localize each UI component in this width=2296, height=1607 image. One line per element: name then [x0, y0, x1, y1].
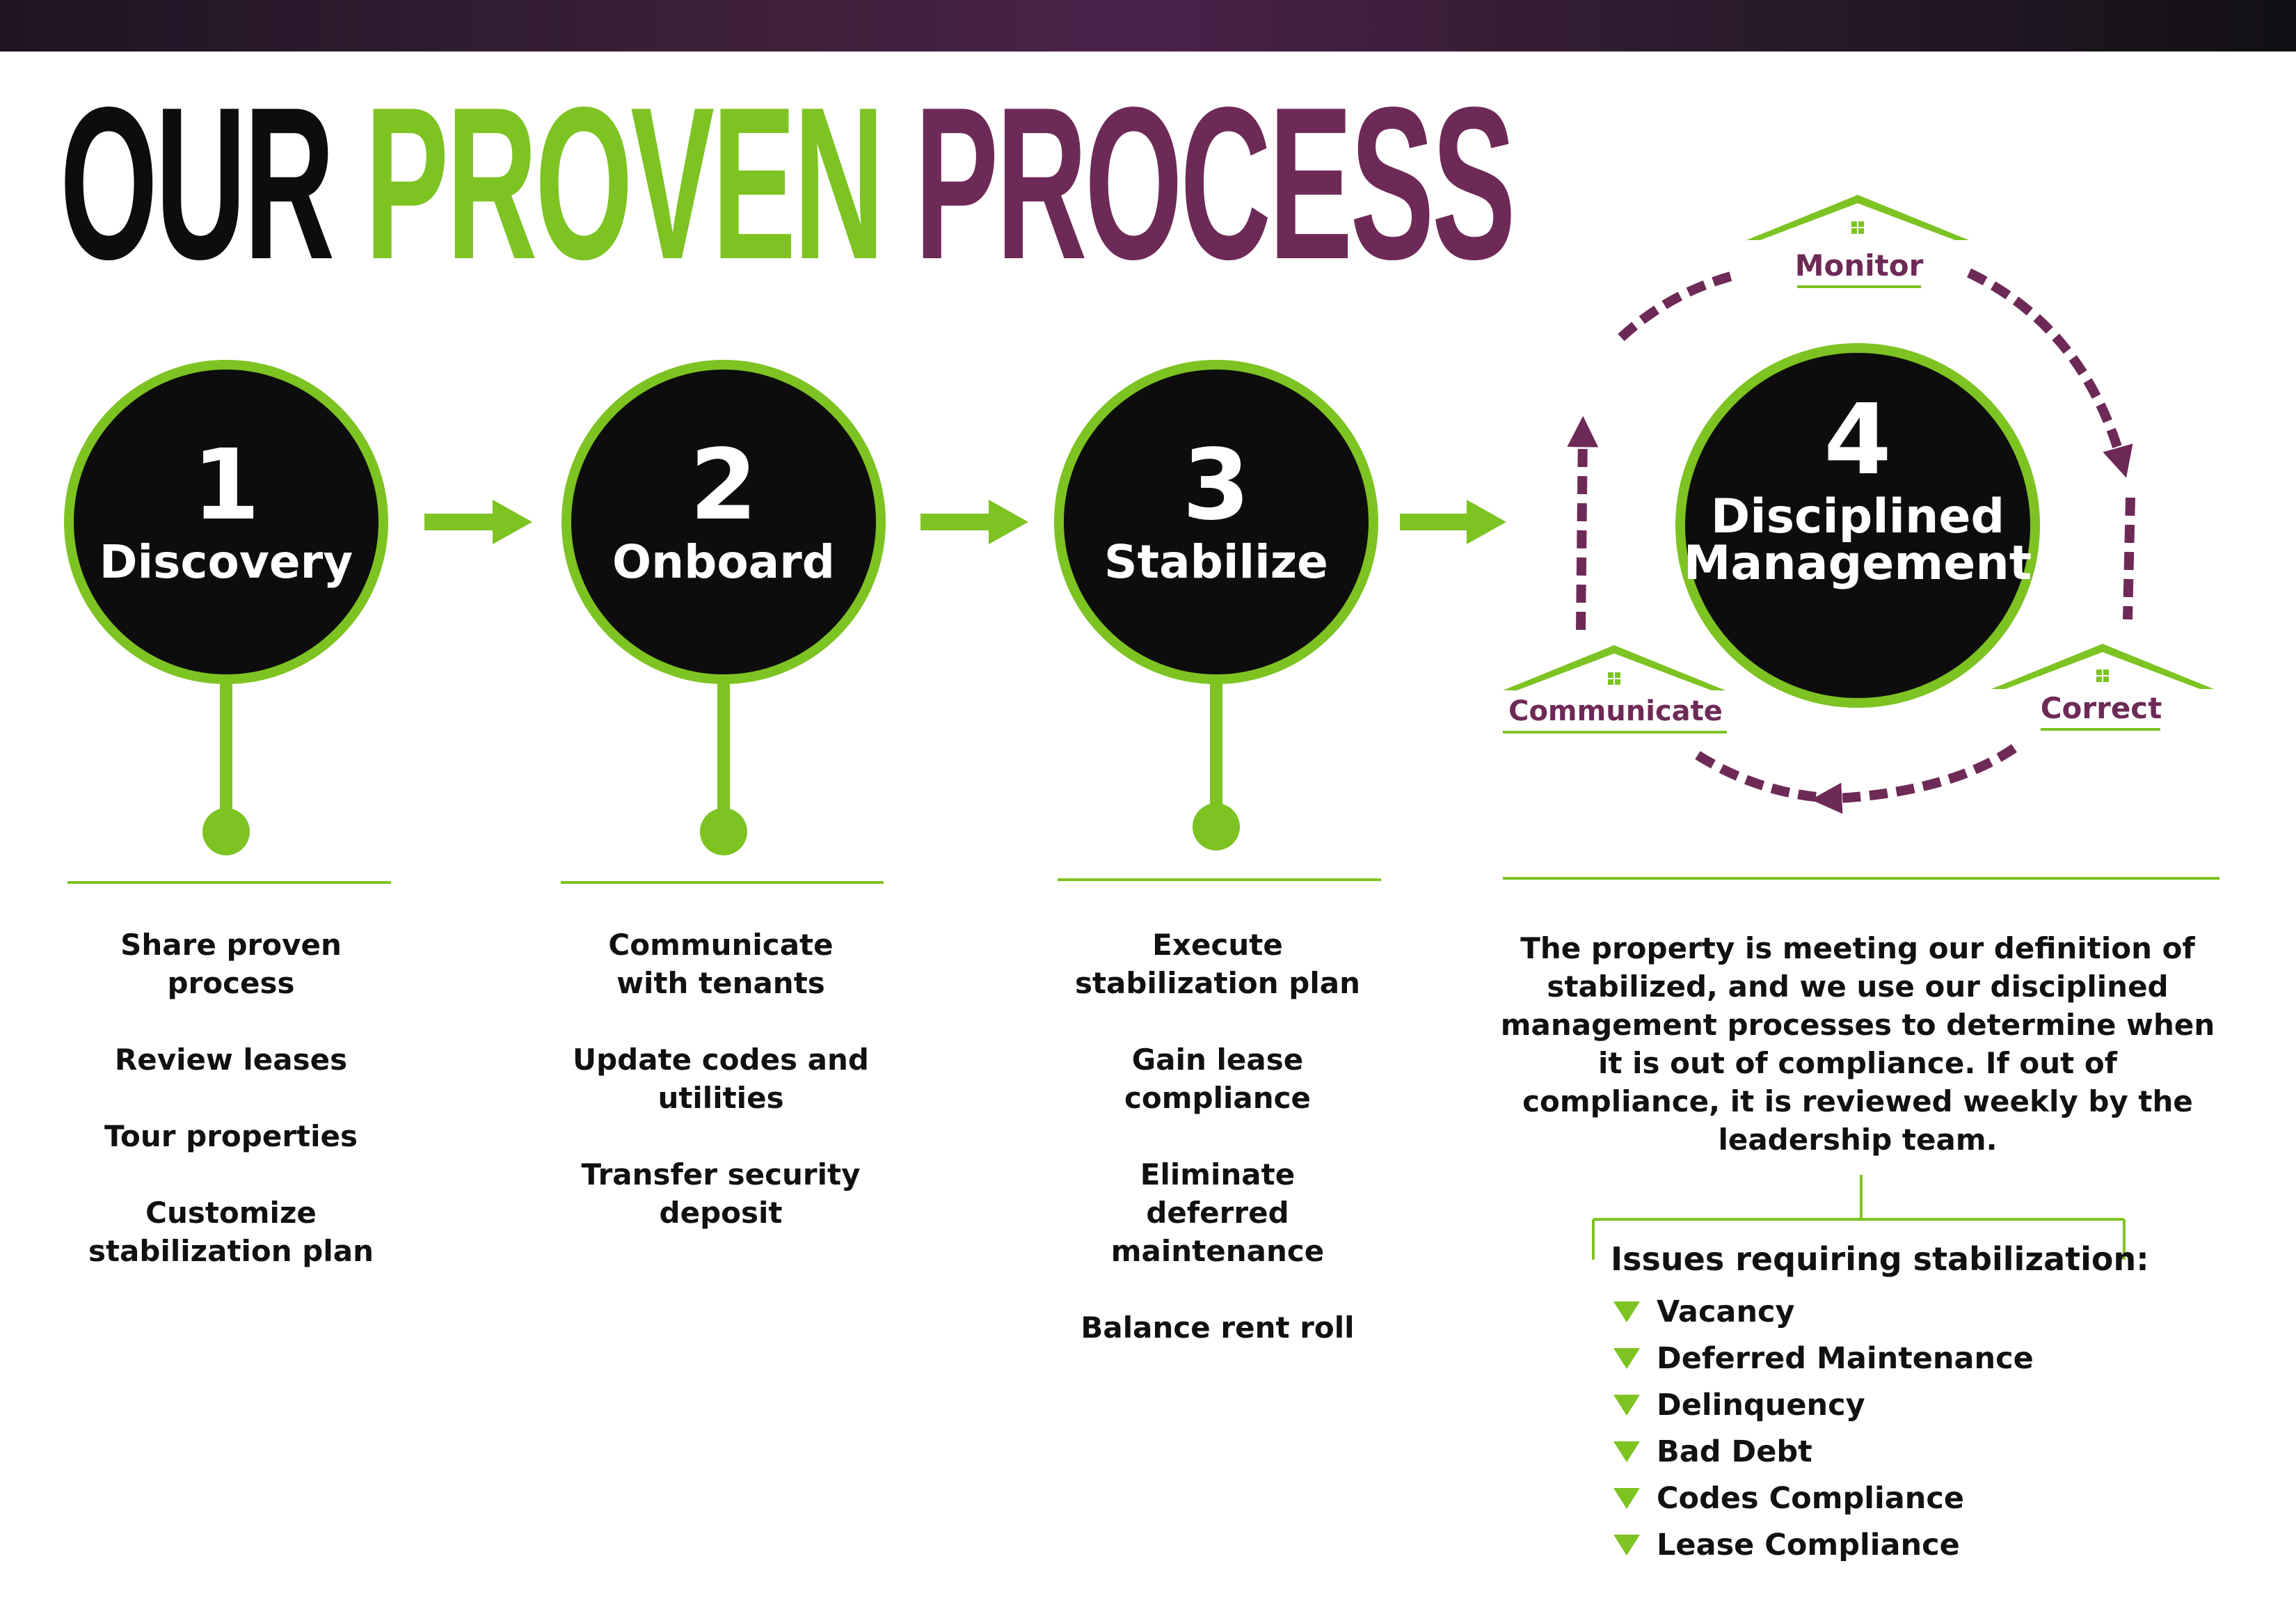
step-1-number: 1	[192, 429, 260, 542]
triangle-bullet-icon	[1613, 1301, 1640, 1322]
step-4-label-line1: Disciplined	[1711, 489, 2004, 544]
issues-bracket	[1592, 1175, 2126, 1260]
step-3-item: Balance rent roll	[1081, 1311, 1355, 1345]
step-1-item: Tour properties	[104, 1119, 358, 1153]
title-word-our: OUR	[60, 63, 335, 305]
step-3-items: Execute stabilization plan Gain lease co…	[1037, 926, 1398, 1385]
step-1: 1 Discovery	[64, 360, 391, 884]
step-1-item: Share proven process	[120, 928, 342, 1000]
issue-item: Lease Compliance	[1611, 1522, 2034, 1569]
communicate-house-icon: Communicate	[1503, 645, 1727, 734]
issue-item: Codes Compliance	[1611, 1475, 2034, 1522]
step-3-item: Execute stabilization plan	[1074, 928, 1360, 1000]
step-3-circle	[1054, 360, 1378, 684]
step-3-number: 3	[1182, 429, 1250, 542]
step-2-item: Communicate with tenants	[608, 928, 834, 1000]
step-1-items: Share proven process Review leases Tour …	[50, 926, 412, 1308]
step-2-item: Update codes and utilities	[573, 1043, 869, 1115]
step-1-label: Discovery	[99, 535, 353, 589]
issue-label: Deferred Maintenance	[1657, 1341, 2034, 1376]
monitor-house-icon: Monitor	[1746, 195, 1969, 288]
triangle-bullet-icon	[1613, 1535, 1640, 1555]
issues-title: Issues requiring stabilization:	[1611, 1240, 2149, 1278]
cycle-dashes-left	[1618, 270, 1737, 342]
arrow-2-to-3	[920, 500, 1028, 544]
step-4-circle	[1675, 343, 2040, 708]
issue-label: Lease Compliance	[1657, 1528, 1960, 1562]
arrow-3-to-4	[1400, 500, 1506, 544]
step-4-label-line2: Management	[1684, 536, 2032, 591]
cycle-arrow-monitor-to-correct	[1967, 268, 2133, 478]
step-1-circle	[64, 360, 388, 684]
issue-label: Bad Debt	[1657, 1434, 1812, 1469]
step-2-circle	[561, 360, 886, 684]
title-word-proven: PROVEN	[365, 63, 884, 305]
management-description: The property is meeting our definition o…	[1500, 931, 2215, 1157]
step-2: 2 Onboard	[561, 360, 886, 884]
step-3: 3 Stabilize	[1054, 360, 1381, 881]
issue-label: Vacancy	[1657, 1295, 1795, 1329]
step-1-dot	[202, 808, 250, 855]
issue-label: Codes Compliance	[1657, 1481, 1965, 1516]
issue-item: Vacancy	[1611, 1289, 2034, 1336]
cycle-dashes-right	[2123, 497, 2135, 620]
issue-item: Bad Debt	[1611, 1429, 2034, 1475]
step-3-item: Gain lease compliance	[1124, 1043, 1311, 1115]
step-3-label: Stabilize	[1104, 535, 1328, 589]
step-2-label: Onboard	[612, 535, 835, 589]
step-3-item: Eliminate deferred maintenance	[1110, 1157, 1325, 1268]
cycle-label-communicate: Communicate	[1508, 695, 1723, 727]
cycle-label-correct: Correct	[2041, 691, 2162, 725]
triangle-bullet-icon	[1613, 1348, 1640, 1369]
cycle-arrow-correct-to-communicate	[1810, 744, 2017, 814]
title-word-process: PROCESS	[914, 63, 1516, 305]
top-banner	[0, 0, 2296, 52]
cycle-arrow-communicate-to-monitor	[1567, 415, 1599, 631]
step-2-items: Communicate with tenants Update codes an…	[540, 926, 902, 1270]
cycle-dashes-bottom	[1695, 751, 1817, 802]
issues-list: Vacancy Deferred Maintenance Delinquency…	[1611, 1289, 2034, 1569]
step-4-number: 4	[1824, 383, 1891, 497]
correct-house-icon: Correct	[1991, 644, 2214, 731]
issue-item: Delinquency	[1611, 1382, 2034, 1429]
arrow-1-to-2	[424, 500, 532, 544]
step-4: 4 Disciplined Management Monitor Correct	[1503, 195, 2219, 880]
triangle-bullet-icon	[1613, 1488, 1640, 1509]
issue-label: Delinquency	[1657, 1388, 1865, 1423]
step-2-item: Transfer security deposit	[581, 1157, 861, 1230]
step-3-dot	[1193, 803, 1240, 850]
triangle-bullet-icon	[1613, 1395, 1640, 1416]
step-1-item: Review leases	[114, 1043, 348, 1077]
page-title: OUR PROVEN PROCESS	[60, 75, 1516, 292]
step-2-number: 2	[689, 429, 757, 542]
cycle-label-monitor: Monitor	[1795, 248, 1924, 283]
step-2-dot	[700, 808, 747, 855]
triangle-bullet-icon	[1613, 1441, 1640, 1462]
step-1-item: Customize stabilization plan	[88, 1196, 374, 1268]
issue-item: Deferred Maintenance	[1611, 1336, 2034, 1382]
